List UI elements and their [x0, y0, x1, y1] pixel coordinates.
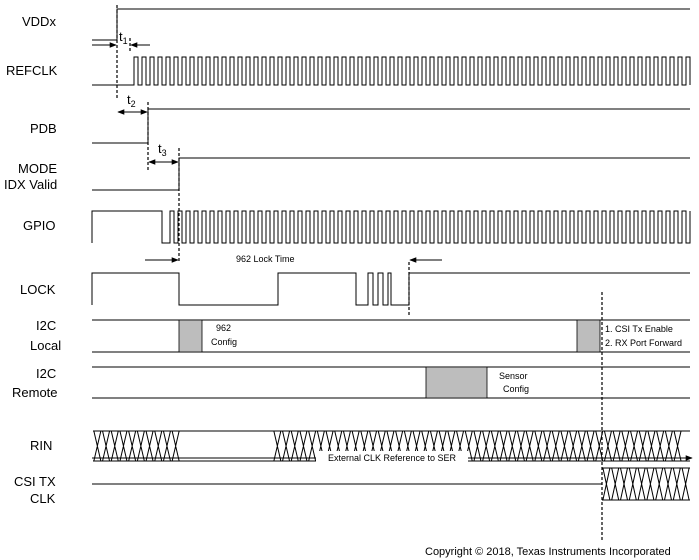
- lock-time-text: 962 Lock Time: [236, 254, 295, 264]
- i2c-remote-label: I2C: [36, 366, 56, 381]
- ext-clk-reference: External CLK Reference to SER: [92, 451, 693, 464]
- gpio-pulses: [166, 210, 691, 244]
- i2c-local-label: I2C: [36, 318, 56, 333]
- sensor-config-text-2: Config: [503, 384, 529, 394]
- t3-label: t3: [158, 141, 167, 158]
- vddx-waveform: [92, 8, 690, 41]
- lock-waveform: [91, 272, 690, 306]
- i2c-remote-sensor-block: [425, 366, 488, 399]
- rin-eye-pattern: [93, 430, 690, 462]
- csi-clk-label: CLK: [30, 491, 56, 506]
- i2c-remote-waveform: [92, 366, 690, 399]
- gpio-waveform: [91, 210, 691, 244]
- gpio-label: GPIO: [23, 218, 56, 233]
- t3-timing: t3: [148, 141, 179, 165]
- ext-clk-text: External CLK Reference to SER: [328, 453, 457, 463]
- sensor-config-text-1: Sensor: [499, 371, 528, 381]
- rx-forward-text: 2. RX Port Forward: [605, 338, 682, 348]
- local-config-text-2: Config: [211, 337, 237, 347]
- refclk-waveform: [92, 56, 691, 86]
- copyright-text: Copyright © 2018, Texas Instruments Inco…: [425, 546, 671, 558]
- local-config-text-1: 962: [216, 323, 231, 333]
- pdb-waveform: [92, 108, 690, 144]
- refclk-pulses: [130, 56, 691, 86]
- refclk-label: REFCLK: [6, 63, 58, 78]
- rin-label: RIN: [30, 438, 52, 453]
- i2c-local-config-block: [178, 319, 203, 353]
- idx-valid-label: IDX Valid: [4, 177, 57, 192]
- i2c-remote-sub-label: Remote: [12, 385, 58, 400]
- pdb-label: PDB: [30, 121, 57, 136]
- i2c-local-waveform: [92, 319, 690, 353]
- csi-eye-pattern: [602, 467, 690, 501]
- csi-tx-label: CSI TX: [14, 474, 56, 489]
- i2c-local-sub-label: Local: [30, 338, 61, 353]
- lock-label: LOCK: [20, 282, 56, 297]
- vddx-label: VDDx: [22, 14, 56, 29]
- i2c-local-forward-block: [576, 319, 601, 353]
- mode-label: MODE: [18, 161, 57, 176]
- csi-enable-text: 1. CSI Tx Enable: [605, 324, 673, 334]
- t2-timing: t2: [117, 92, 148, 115]
- rin-waveform: [93, 430, 690, 462]
- t2-label: t2: [127, 92, 136, 109]
- lock-time: 962 Lock Time: [145, 254, 442, 264]
- t1-timing: t1: [92, 29, 150, 48]
- t1-label: t1: [119, 29, 128, 46]
- csi-tx-clk-waveform: [92, 467, 690, 501]
- mode-waveform: [92, 157, 690, 191]
